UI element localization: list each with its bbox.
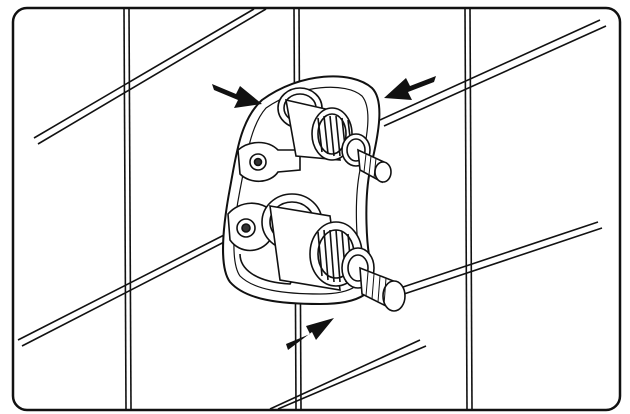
arrow-icon — [286, 318, 334, 350]
tile-joint — [128, 8, 132, 410]
lower-cartridge — [261, 193, 406, 312]
tile-wall — [17, 8, 607, 410]
lower-port-hole — [241, 223, 251, 233]
body-contour — [239, 253, 301, 285]
upper-nut-ring — [346, 138, 366, 162]
arrow-icon — [212, 84, 262, 108]
figure-frame — [11, 6, 622, 412]
tile-joint — [21, 237, 233, 347]
arrow-icon — [286, 318, 334, 350]
lower-spindle-splines — [365, 271, 387, 306]
tile-joint — [37, 8, 267, 145]
tile-joint — [33, 8, 255, 139]
tile-joint — [277, 345, 427, 410]
lower-spindle-tip — [382, 280, 406, 312]
tile-joint — [269, 339, 421, 410]
tile-joint — [469, 8, 473, 410]
upper-cartridge — [277, 87, 392, 184]
upper-spindle-splines — [363, 153, 377, 179]
upper-inlet — [237, 141, 301, 183]
tile-joint — [464, 8, 468, 410]
tile-joint — [383, 25, 607, 127]
upper-collar-ring — [317, 113, 347, 155]
tile-joint — [403, 227, 603, 295]
tile-joint — [123, 8, 127, 410]
tile-joint — [379, 19, 601, 121]
lower-nut-ring — [347, 254, 369, 282]
tile-joint — [399, 221, 599, 289]
arrow-icon — [384, 76, 436, 100]
upper-spindle-tip — [374, 161, 392, 183]
arrow-icon — [212, 84, 262, 108]
upper-port-hole — [253, 157, 263, 167]
tile-joint — [17, 231, 231, 341]
arrow-icon — [384, 76, 436, 100]
